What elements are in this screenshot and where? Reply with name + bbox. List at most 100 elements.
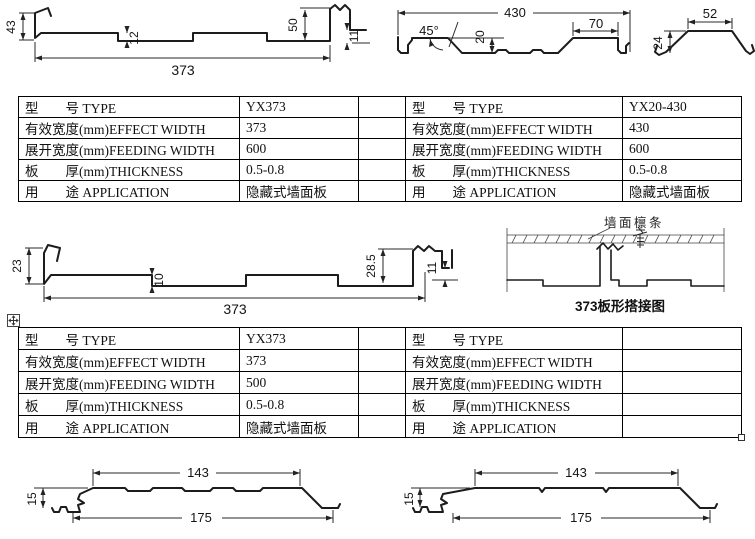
dimension-label: 23 xyxy=(10,259,24,273)
table-row: 用 途 APPLICATION 隐藏式墙面板 用 途 APPLICATION xyxy=(18,415,742,438)
spec-label-cell[interactable]: 板 厚(mm)THICKNESS xyxy=(405,393,623,416)
spec-value-cell[interactable]: 0.5-0.8 xyxy=(239,393,359,416)
spec-label-cell[interactable]: 有效宽度(mm)EFFECT WIDTH xyxy=(18,117,240,139)
detail-caption: 373板形搭接图 xyxy=(575,298,665,314)
table-row: 有效宽度(mm)EFFECT WIDTH 373 有效宽度(mm)EFFECT … xyxy=(18,349,742,372)
spacer-cell xyxy=(358,96,406,118)
spec-label-cell[interactable]: 展开宽度(mm)FEEDING WIDTH xyxy=(405,138,623,160)
dimension-label: 143 xyxy=(565,465,587,480)
spec-value-cell[interactable] xyxy=(622,371,742,394)
dimension-label: 10 xyxy=(152,273,166,287)
spec-label-cell[interactable]: 板 厚(mm)THICKNESS xyxy=(405,159,623,181)
spec-label-cell[interactable]: 板 厚(mm)THICKNESS xyxy=(18,393,240,416)
profile-drawing-yx373-middle: 23 10 28.5 11 373 xyxy=(10,244,458,317)
spec-label-cell[interactable]: 展开宽度(mm)FEEDING WIDTH xyxy=(18,138,240,160)
dimension-label: 45° xyxy=(419,23,439,38)
spec-value-cell[interactable]: YX373 xyxy=(239,96,359,118)
callout-leader-line xyxy=(587,227,611,240)
spec-value-cell[interactable]: 隐藏式墙面板 xyxy=(622,180,742,202)
spacer-cell xyxy=(358,117,406,139)
table-row: 用 途 APPLICATION 隐藏式墙面板 用 途 APPLICATION 隐… xyxy=(18,180,742,202)
spec-value-cell[interactable]: 隐藏式墙面板 xyxy=(239,180,359,202)
cap-profile xyxy=(654,30,755,56)
spec-label-cell[interactable]: 用 途 APPLICATION xyxy=(18,180,240,202)
spec-value-cell[interactable] xyxy=(622,415,742,438)
spacer-cell xyxy=(358,349,406,372)
spec-value-cell[interactable]: 0.5-0.8 xyxy=(622,159,742,181)
spec-value-cell[interactable]: 隐藏式墙面板 xyxy=(239,415,359,438)
purlin-strip xyxy=(507,234,724,244)
dimension-label: 11 xyxy=(347,29,361,42)
profile-drawing-yx373-top: 43 12 50 11 373 xyxy=(4,4,370,78)
spacer-cell xyxy=(358,159,406,181)
dimension-label: 70 xyxy=(589,16,603,31)
spec-value-cell[interactable]: YX373 xyxy=(239,327,359,350)
spec-value-cell[interactable]: 500 xyxy=(239,371,359,394)
spacer-cell xyxy=(358,371,406,394)
profile-drawing-yx20-430: 430 45° 20 70 52 24 xyxy=(397,5,755,56)
dimension-label: 175 xyxy=(570,510,592,525)
table-row: 板 厚(mm)THICKNESS 0.5-0.8 板 厚(mm)THICKNES… xyxy=(18,393,742,416)
spec-value-cell[interactable]: 0.5-0.8 xyxy=(239,159,359,181)
spec-label-cell[interactable]: 型 号 TYPE xyxy=(18,327,240,350)
profile-drawing-bottom-right: 143 15 175 xyxy=(402,465,718,525)
spacer-cell xyxy=(358,415,406,438)
spacer-cell xyxy=(358,393,406,416)
spec-label-cell[interactable]: 用 途 APPLICATION xyxy=(405,415,623,438)
spec-value-cell[interactable]: YX20-430 xyxy=(622,96,742,118)
dimension-label: 52 xyxy=(703,6,717,21)
dimension-label: 50 xyxy=(286,18,300,32)
spec-label-cell[interactable]: 有效宽度(mm)EFFECT WIDTH xyxy=(405,349,623,372)
callout-label: 墙面檩条 xyxy=(604,215,664,230)
dimension-label: 15 xyxy=(402,492,416,506)
spec-label-cell[interactable]: 型 号 TYPE xyxy=(405,327,623,350)
dimension-label: 15 xyxy=(25,492,39,506)
spec-label-cell[interactable]: 有效宽度(mm)EFFECT WIDTH xyxy=(18,349,240,372)
table-row: 型 号 TYPE YX373 型 号 TYPE xyxy=(18,327,742,350)
spec-label-cell[interactable]: 板 厚(mm)THICKNESS xyxy=(18,159,240,181)
spec-label-cell[interactable]: 型 号 TYPE xyxy=(405,96,623,118)
screw-fastener-icon xyxy=(632,226,648,248)
spec-value-cell[interactable]: 373 xyxy=(239,349,359,372)
move-cross-icon xyxy=(8,315,19,326)
dimension-label: 20 xyxy=(473,30,487,44)
spec-table-top: 型 号 TYPE YX373 型 号 TYPE YX20-430 有效宽度(mm… xyxy=(18,96,742,202)
dimension-label: 28.5 xyxy=(364,254,378,278)
dimension-label: 12 xyxy=(127,31,141,45)
hatch-pattern xyxy=(511,234,715,244)
spec-value-cell[interactable]: 430 xyxy=(622,117,742,139)
spec-label-cell[interactable]: 展开宽度(mm)FEEDING WIDTH xyxy=(18,371,240,394)
table-row: 展开宽度(mm)FEEDING WIDTH 500 展开宽度(mm)FEEDIN… xyxy=(18,371,742,394)
spec-value-cell[interactable]: 600 xyxy=(622,138,742,160)
dimension-label: 11 xyxy=(425,261,439,274)
spacer-cell xyxy=(358,138,406,160)
spec-value-cell[interactable] xyxy=(622,393,742,416)
dimension-label: 43 xyxy=(4,20,18,34)
table-resize-handle[interactable] xyxy=(738,434,745,441)
profile-drawing-bottom-left: 143 15 175 xyxy=(25,465,341,525)
spec-label-cell[interactable]: 有效宽度(mm)EFFECT WIDTH xyxy=(405,117,623,139)
dimension-label: 24 xyxy=(651,36,665,50)
spacer-cell xyxy=(358,327,406,350)
dimension-label: 143 xyxy=(187,465,209,480)
spacer-cell xyxy=(358,180,406,202)
spec-label-cell[interactable]: 用 途 APPLICATION xyxy=(18,415,240,438)
spec-value-cell[interactable]: 600 xyxy=(239,138,359,160)
dimension-label: 373 xyxy=(223,301,247,317)
table-row: 板 厚(mm)THICKNESS 0.5-0.8 板 厚(mm)THICKNES… xyxy=(18,159,742,181)
table-row: 型 号 TYPE YX373 型 号 TYPE YX20-430 xyxy=(18,96,742,118)
spec-value-cell[interactable] xyxy=(622,349,742,372)
spec-value-cell[interactable] xyxy=(622,327,742,350)
spec-table-bottom: 型 号 TYPE YX373 型 号 TYPE 有效宽度(mm)EFFECT W… xyxy=(18,327,742,438)
break-lines xyxy=(506,228,725,292)
dimension-label: 175 xyxy=(190,510,212,525)
spec-label-cell[interactable]: 型 号 TYPE xyxy=(18,96,240,118)
spec-label-cell[interactable]: 展开宽度(mm)FEEDING WIDTH xyxy=(405,371,623,394)
table-row: 展开宽度(mm)FEEDING WIDTH 600 展开宽度(mm)FEEDIN… xyxy=(18,138,742,160)
spec-label-cell[interactable]: 用 途 APPLICATION xyxy=(405,180,623,202)
table-row: 有效宽度(mm)EFFECT WIDTH 373 有效宽度(mm)EFFECT … xyxy=(18,117,742,139)
table-move-handle[interactable] xyxy=(7,314,20,327)
spec-value-cell[interactable]: 373 xyxy=(239,117,359,139)
dimension-label: 373 xyxy=(171,62,195,78)
